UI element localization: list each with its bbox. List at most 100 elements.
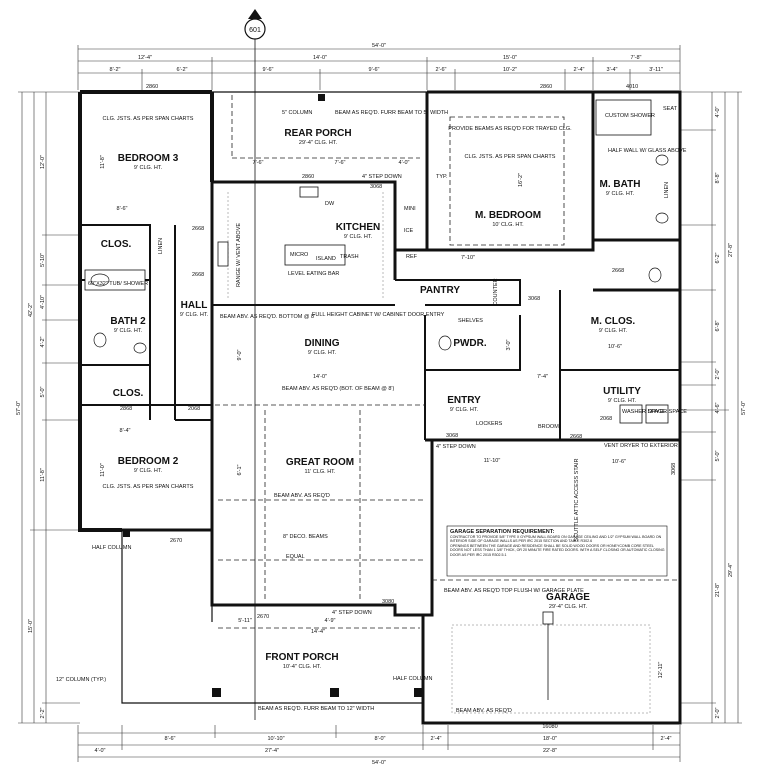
note-beam-great: BEAM ABV. AS REQ'D [274,493,330,499]
note-beam-front: BEAM AS REQ'D. FURR BEAM TO 12" WIDTH [258,706,374,712]
right-dimensions [680,91,742,724]
room-height: 9' CLG. HT. [308,350,337,356]
right-sub-4: 6'-8" [715,320,721,331]
dim-label: 4'-0" [399,160,410,166]
room-m-bath: M. BATH 9' CLG. HT. CUSTOM SHOWER HALF W… [600,106,687,198]
dim-label: 7'-10" [461,255,475,261]
label-range: RANGE W/ VENT ABOVE [236,223,242,287]
room-bedroom2: BEDROOM 2 9' CLG. HT. CLG. JSTS. AS PER … [100,428,194,490]
note-shower: CUSTOM SHOWER [605,113,655,119]
ceiling-note: CLG. JSTS. AS PER SPAN CHARTS [465,154,556,160]
left-dim-1: 42'-2" [28,303,34,317]
label-dw: DW [325,201,335,207]
right-sub-3: 6'-2" [715,252,721,263]
room-bedroom3: BEDROOM 3 9' CLG. HT. CLG. JSTS. AS PER … [100,116,194,212]
door-code: 3068 [370,184,382,190]
note-half-wall: HALF WALL W/ GLASS ABOVE [608,148,687,154]
left-sub-2: 5'-10" [40,253,46,267]
dim-label: 11'-10" [484,458,501,464]
right-sub-7: 5'-0" [715,450,721,461]
note-column-typ: 12" COLUMN (TYP.) [56,677,106,683]
left-overall-dim: 57'-0" [16,401,22,415]
room-name: DINING [305,338,340,349]
room-name: PWDR. [453,338,487,349]
note-equal: EQUAL [286,554,305,560]
left-sub-3: 4'-10" [40,295,46,309]
note-step-garage: 4" STEP DOWN [436,444,476,450]
bottom-dim-6: 2'-4" [661,736,672,742]
room-name: REAR PORCH [284,128,351,139]
ceiling-note: CLG. JSTS. AS PER SPAN CHARTS [103,484,194,490]
top-dimensions [77,45,681,90]
right-sub-9: 2'-0" [715,707,721,718]
label-ice: ICE [404,228,414,234]
left-sub-4: 4'-2" [40,336,46,347]
dim-label: 7'-6" [253,160,264,166]
room-name: M. CLOS. [591,316,636,327]
room-front-porch: FRONT PORCH 10'-4" CLG. HT. 14'-4" 5'-11… [56,545,432,712]
room-name: BATH 2 [110,316,146,327]
dim-label: 7'-4" [537,374,548,380]
note-seat: SEAT [663,106,678,112]
note-lockers: LOCKERS [476,421,503,427]
top-sub-9: 3'-11" [649,67,663,73]
door-labels: 2860 2860 2860 4010 3068 2668 2668 2668 … [120,84,677,730]
door-code: 4010 [626,84,638,90]
dim-label: 9'-0" [237,349,243,360]
dim-label: 11'-0" [100,463,106,477]
note-linen: LINEN [158,238,164,254]
door-code: 2068 [600,416,612,422]
door-code: 2668 [192,226,204,232]
bottom-dim-2: 27'-4" [265,748,279,754]
dim-label: 16'-2" [518,173,524,187]
top-sub-6: 10'-2" [503,67,517,73]
note-vent-dryer: VENT DRYER TO EXTERIOR [604,443,678,449]
room-name: BEDROOM 2 [118,456,179,467]
room-height: 9' CLG. HT. [606,191,635,197]
note-beam: BEAM AS REQ'D. FURR BEAM TO 5" WIDTH [335,110,448,116]
note-beam-dining: BEAM ABV. AS REQ'D (BOT. OF BEAM @ 8') [282,386,394,392]
top-sub-2: 6'-2" [177,67,188,73]
dim-label: 8'-4" [120,428,131,434]
note-line-2: OPENINGS BETWEEN THE GARAGE AND RESIDENC… [450,543,665,557]
note-attic: SCUTTLE ATTIC ACCESS STAIR [574,459,580,542]
room-great-room: GREAT ROOM 11' CLG. HT. BEAM ABV. AS REQ… [237,444,500,560]
note-beam-garage: BEAM ABV. AS REQ'D TOP FLUSH W/ GARAGE P… [444,588,584,594]
dim-label: 3'-0" [506,339,512,350]
walls [78,90,682,725]
note-deco-beams: 8" DECO. BEAMS [283,534,328,540]
label-eating-bar: LEVEL EATING BAR [288,271,339,277]
dim-label: 12'-11" [658,662,664,679]
room-name: PANTRY [420,285,460,296]
bottom-sub-3: 8'-0" [375,736,386,742]
note-washer: WASHER SPACE [622,409,666,415]
room-height: 9' CLG. HT. [608,398,637,404]
room-name: GARAGE [546,592,590,603]
room-height: 9' CLG. HT. [114,328,143,334]
top-sub-4: 9'-6" [369,67,380,73]
dim-label: 14'-0" [313,374,327,380]
top-sub-3: 9'-6" [263,67,274,73]
room-height: 10' CLG. HT. [492,222,524,228]
room-height: 9' CLG. HT. [180,312,209,318]
right-sub-5: 2'-0" [715,368,721,379]
room-height: 10'-4" CLG. HT. [283,664,322,670]
garage-separation-note: GARAGE SEPARATION REQUIREMENT: CONTRACTO… [446,459,668,577]
room-pwdr: PWDR. 3'-0" [453,338,512,350]
right-overall-dim: 57'-0" [741,401,747,415]
label-mini: MINI [404,206,416,212]
room-name: UTILITY [603,386,641,397]
door-code: 2668 [192,272,204,278]
room-clos-mid: CLOS. [113,388,144,399]
beam-lines [215,95,680,714]
note-broom: BROOM [538,424,559,430]
note-column: 5" COLUMN [282,110,312,116]
door-code: 3068 [671,463,677,475]
note-step: 4" STEP DOWN [362,174,402,180]
dim-label: 4'-9" [325,618,336,624]
columns [123,94,423,697]
label-ref: REF [406,254,418,260]
room-height: 9' CLG. HT. [344,234,373,240]
note-beam-bottom: BEAM ABV. AS REQ'D. BOTTOM @ 8' [220,314,315,320]
